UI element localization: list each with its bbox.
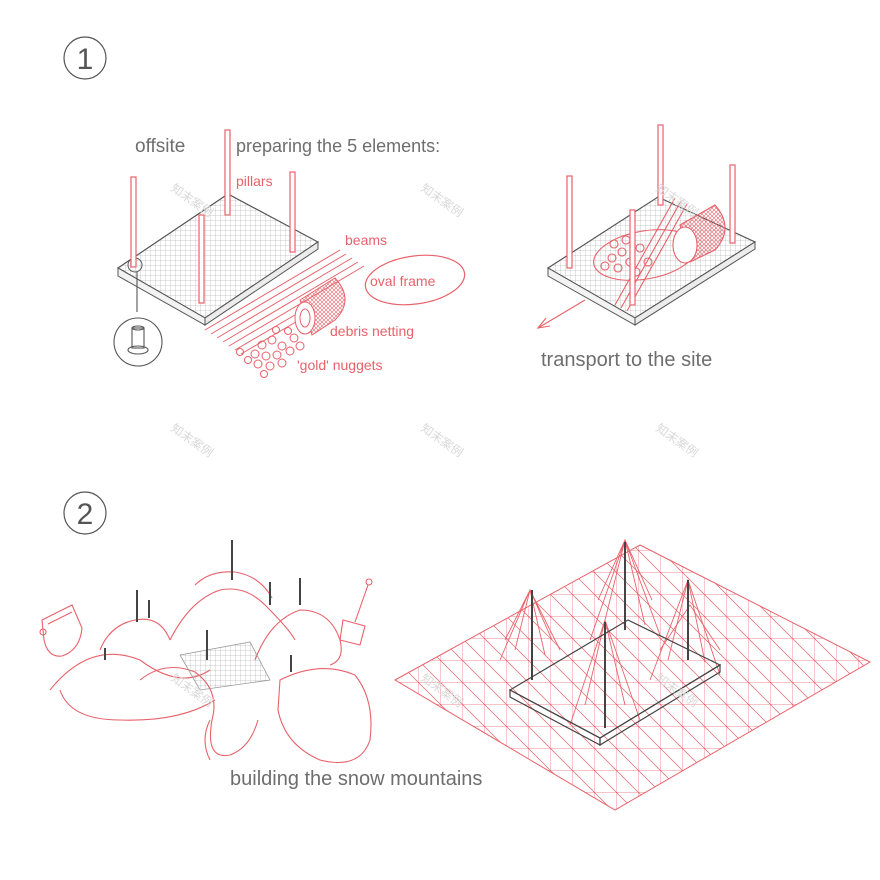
- shovel-icon: [339, 578, 373, 646]
- step2-number-badge: 2: [63, 491, 107, 535]
- transport-label: transport to the site: [541, 349, 712, 371]
- svg-text:知末案例: 知末案例: [168, 420, 216, 460]
- step1-number-badge: 1: [63, 36, 107, 80]
- offsite-label: offsite: [135, 136, 185, 157]
- pillars-label: pillars: [236, 173, 273, 189]
- debris-netting-label: debris netting: [330, 323, 414, 339]
- svg-text:1: 1: [77, 43, 94, 76]
- svg-text:知末案例: 知末案例: [418, 420, 466, 460]
- gold-nuggets-pile: [236, 326, 305, 378]
- svg-text:知末案例: 知末案例: [168, 180, 216, 220]
- snow-mountains-sketch: [49, 571, 372, 764]
- snow-mountains-caption: building the snow mountains: [230, 768, 482, 790]
- svg-text:知末案例: 知末案例: [418, 180, 466, 220]
- platform-under-snow: [179, 641, 271, 691]
- beams-stack: [204, 249, 365, 355]
- oval-frame-shape: [364, 254, 466, 306]
- elements-heading: preparing the 5 elements:: [236, 136, 440, 156]
- beams-label: beams: [345, 232, 387, 248]
- pillars-offsite: [130, 129, 296, 304]
- offsite-platform: [116, 193, 320, 326]
- snow-mountains-mesh: [393, 538, 872, 811]
- svg-text:知末案例: 知末案例: [653, 420, 701, 460]
- oval-frame-label: oval frame: [370, 273, 436, 289]
- pillar-base-detail: [113, 272, 163, 367]
- gold-nuggets-label: 'gold' nuggets: [297, 357, 383, 373]
- pillars-transport: [566, 124, 736, 306]
- debris-netting-roll: [294, 277, 346, 336]
- transport-arrow: [536, 299, 586, 329]
- svg-text:2: 2: [77, 498, 94, 531]
- loaded-elements: [593, 197, 726, 312]
- bucket-icon: [39, 604, 83, 657]
- sketch-pillars: [104, 540, 301, 672]
